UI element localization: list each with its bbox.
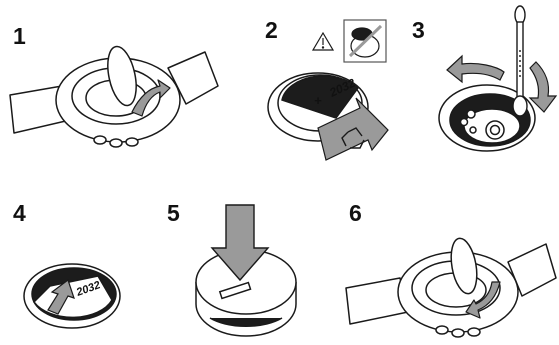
step-5: 5 [167, 200, 296, 336]
warning-icon [313, 33, 333, 50]
step-2: 2 2032 + [265, 17, 388, 160]
watch-open-illustration [10, 44, 218, 147]
step-1: 1 [10, 23, 218, 147]
step-6: 6 [346, 200, 556, 337]
step-number-2: 2 [265, 17, 278, 43]
cotton-swab-icon [513, 6, 527, 116]
step-number-6: 6 [349, 200, 362, 226]
step-4: 4 2032 [13, 200, 120, 328]
step-number-1: 1 [13, 23, 26, 49]
step-number-5: 5 [167, 200, 180, 226]
no-metal-tool-icon [344, 20, 386, 62]
step-number-3: 3 [412, 17, 425, 43]
watch-close-illustration [346, 236, 556, 337]
battery-polarity: + [314, 93, 322, 108]
step-number-4: 4 [13, 200, 26, 226]
step-3: 3 [412, 6, 556, 151]
